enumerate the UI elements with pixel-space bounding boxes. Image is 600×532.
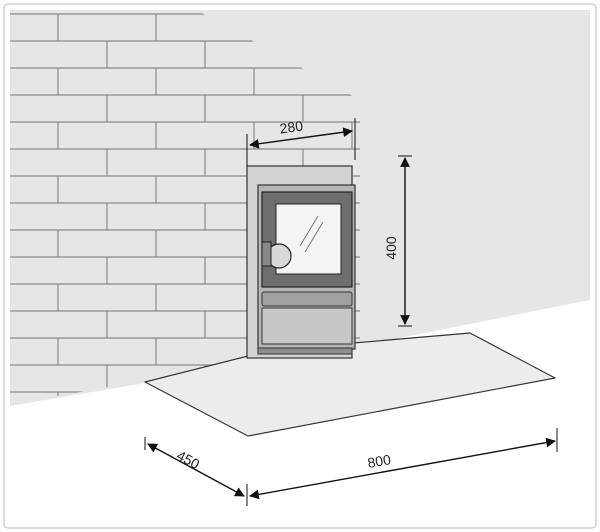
dimension-length: 800: [246, 428, 558, 506]
dimension-width: 280: [246, 117, 356, 166]
glass-reflection: [304, 221, 324, 253]
dimension-height-label: 400: [383, 236, 399, 260]
dimension-length-line: [249, 437, 556, 500]
stove: [246, 165, 356, 359]
stove-base: [257, 347, 353, 355]
ash-pan: [261, 307, 353, 345]
door-hinge: [261, 241, 272, 267]
dimension-height: 400: [383, 155, 412, 327]
dimension-length-label: 800: [366, 451, 392, 471]
dimension-width-label: 280: [279, 117, 305, 136]
dimension-depth-line: [147, 443, 245, 497]
dimension-width-line: [249, 127, 353, 149]
ash-drawer: [261, 291, 353, 307]
glass-reflection: [299, 215, 319, 247]
